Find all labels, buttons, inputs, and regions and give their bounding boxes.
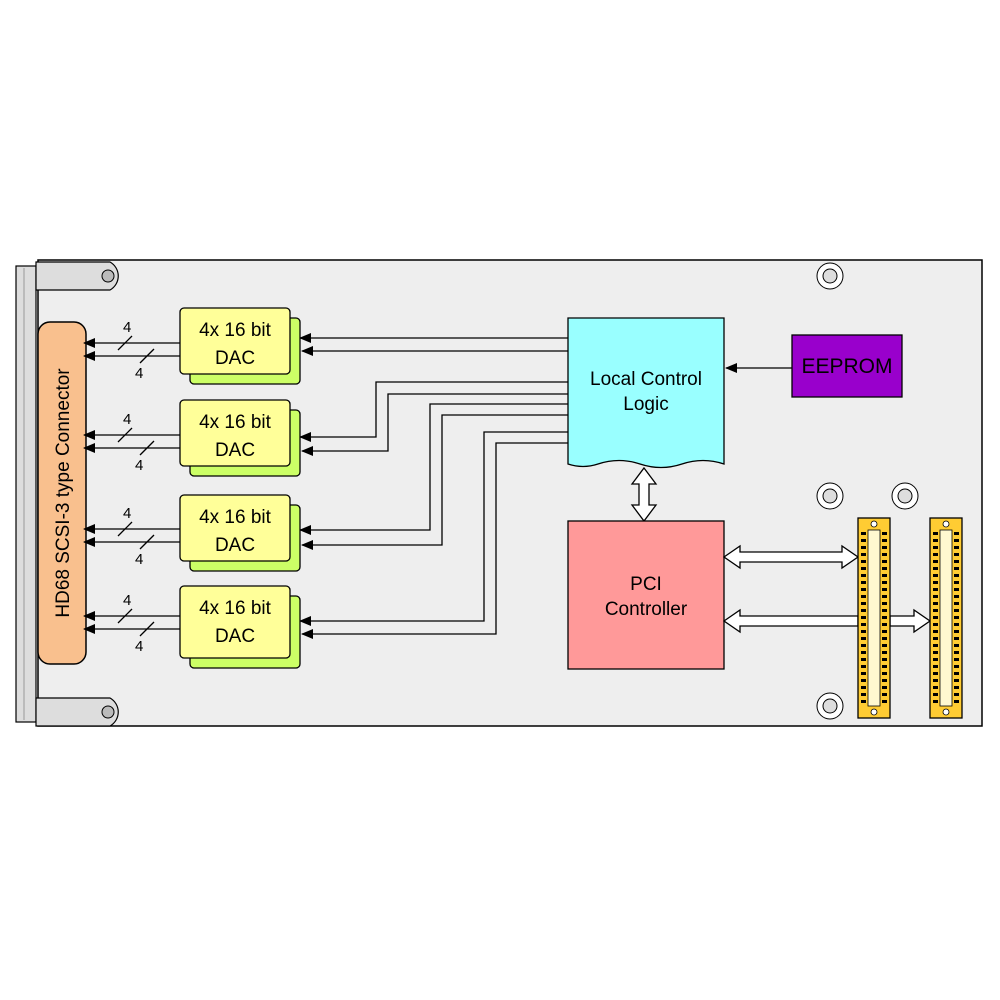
bus-width-label: 4 <box>135 551 143 568</box>
mounting-hole-2 <box>816 482 844 510</box>
connector-label: HD68 SCSI-3 type Connector <box>53 368 74 618</box>
dac-block-2: 4x 16 bit DAC <box>179 399 301 477</box>
bus-width-label: 4 <box>123 411 131 428</box>
eeprom-label: EEPROM <box>801 355 892 378</box>
mounting-hole-4 <box>816 692 844 720</box>
bus-width-label: 4 <box>135 365 143 382</box>
dac-label-line1: 4x 16 bit <box>199 412 272 433</box>
eeprom-block: EEPROM <box>791 334 903 398</box>
dac-label-line2: DAC <box>215 348 255 369</box>
dac-block-3: 4x 16 bit DAC <box>179 494 301 572</box>
bus-width-label: 4 <box>135 638 143 655</box>
dac-label-line1: 4x 16 bit <box>199 320 272 341</box>
dac-label-line2: DAC <box>215 626 255 647</box>
pci-label-line1: PCI <box>630 574 662 595</box>
bus-width-label: 4 <box>123 505 131 522</box>
dac-block-4: 4x 16 bit DAC <box>179 585 301 669</box>
pci-bus-link-3 <box>889 608 932 634</box>
front-panel <box>15 261 119 727</box>
local-control-logic: Local Control Logic <box>567 317 725 469</box>
mounting-hole-1 <box>816 262 844 290</box>
signal-lines <box>299 333 792 639</box>
bus-width-label: 4 <box>135 457 143 474</box>
pin-header-2 <box>929 517 963 719</box>
mounting-hole-3 <box>891 482 919 510</box>
pci-controller: PCI Controller <box>567 520 725 670</box>
dac-block-1: 4x 16 bit DAC <box>179 307 301 385</box>
bus-width-labels: 4 4 4 4 4 4 4 4 <box>123 319 143 655</box>
scsi-connector: HD68 SCSI-3 type Connector <box>37 321 87 665</box>
lcl-label-line2: Logic <box>623 394 668 415</box>
pci-label-line2: Controller <box>605 599 688 620</box>
bus-width-label: 4 <box>123 319 131 336</box>
dac-label-line1: 4x 16 bit <box>199 507 272 528</box>
lcl-label-line1: Local Control <box>590 369 702 390</box>
dac-label-line2: DAC <box>215 535 255 556</box>
bus-width-label: 4 <box>123 592 131 609</box>
pin-header-1 <box>857 517 891 719</box>
dac-buses <box>83 335 180 637</box>
dac-label-line2: DAC <box>215 440 255 461</box>
dac-label-line1: 4x 16 bit <box>199 598 272 619</box>
